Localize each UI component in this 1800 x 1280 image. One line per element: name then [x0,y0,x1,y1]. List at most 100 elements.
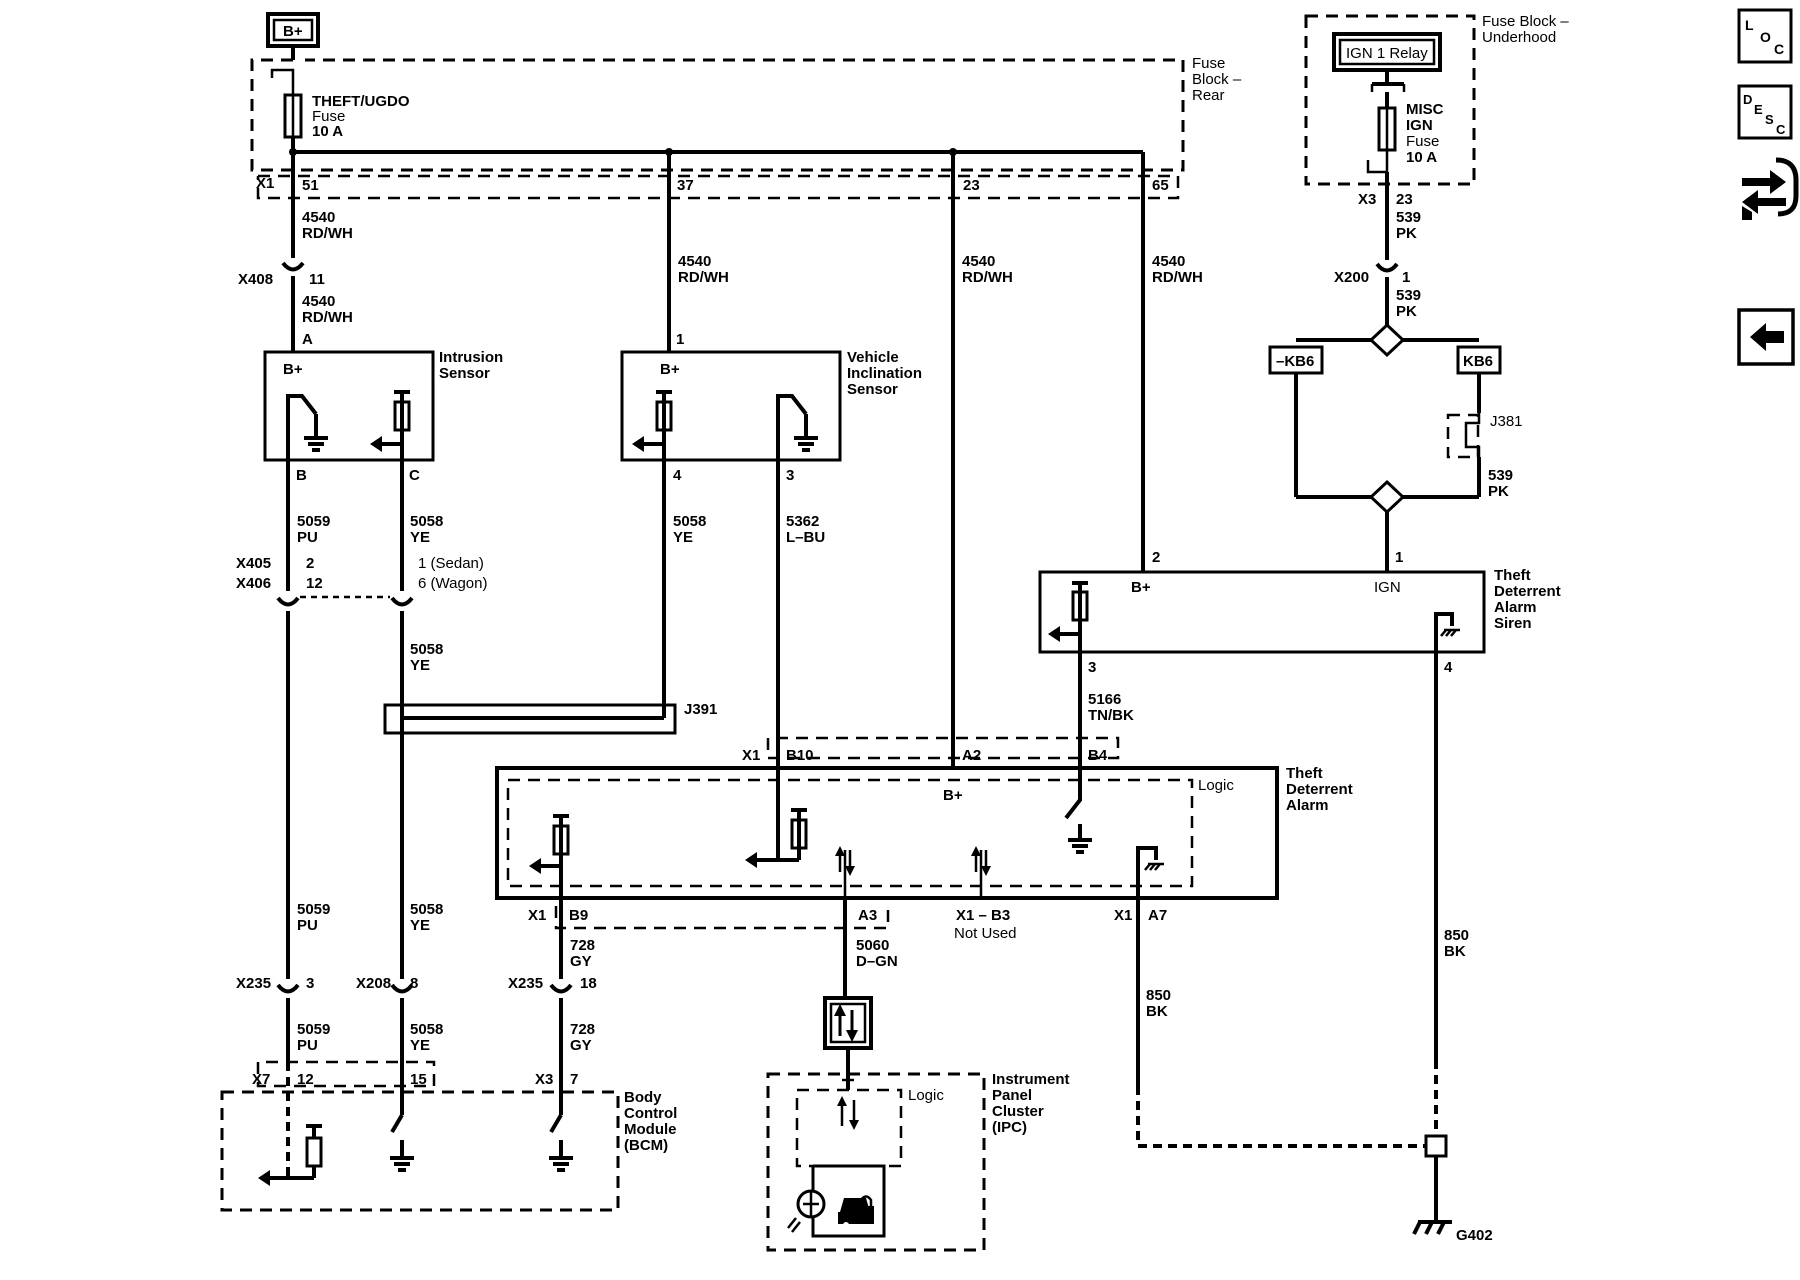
wire-5166: 5166 TN/BK [1078,652,1134,768]
wire-5166-color: TN/BK [1088,707,1134,724]
inclination-sensor: B+ Vehicle Inclination Sensor 4 3 [620,349,922,484]
inclination-pin-3: 3 [786,467,794,484]
x208-pin: 8 [410,975,418,992]
wire-5059-c-color: PU [297,1037,318,1054]
x3-bcm-label: X3 [535,1071,553,1088]
theft-fuse-name: THEFT/UGDO [312,93,410,110]
option-kb6: KB6 [1463,353,1493,370]
wire-4540-d-color: RD/WH [962,269,1013,286]
x3-bcm-pin: 7 [570,1071,578,1088]
x235-a-label: X235 [236,975,271,992]
wire-728-a-num: 728 [570,937,595,954]
instrument-panel-cluster: Instrument Panel Cluster (IPC) Logic [766,1071,1070,1252]
intrusion-label-2: Sensor [439,365,490,382]
x406-wagon-pin: 6 (Wagon) [418,575,487,592]
wire-5362-num: 5362 [786,513,819,530]
wire-4540-tda: 4540 RD/WH [951,152,1013,768]
fuse-block-underhood-label-2: Underhood [1482,29,1556,46]
misc-fuse-type: Fuse [1406,133,1439,150]
misc-fuse-rating: 10 A [1406,149,1437,166]
wire-4540-e-num: 4540 [1152,253,1185,270]
siren-label-1: Theft [1494,567,1531,584]
vehicle-security-icon [838,1195,874,1228]
pin-b4: B4 [1088,747,1108,764]
wire-850-b-num: 850 [1444,927,1469,944]
wire-5362-color: L–BU [786,529,825,546]
x1-a7-label: X1 [1114,907,1132,924]
location-view-button[interactable]: L O C [1737,8,1793,64]
x1-tda-label: X1 [742,747,760,764]
pin-23: 23 [963,177,980,194]
wire-4540-inclination: 4540 RD/WH 1 [667,152,729,352]
x408-pin: 11 [309,271,325,288]
back-button[interactable] [1737,308,1795,366]
repair-procedures-button[interactable] [1742,157,1799,220]
intrusion-label-1: Intrusion [439,349,503,366]
pin-b10: B10 [786,747,814,764]
wire-5058-d-num: 5058 [410,901,443,918]
j391-label: J391 [684,701,717,718]
theft-fuse-rating: 10 A [312,123,343,140]
wrench-arrows-icon [1742,157,1799,220]
wire-539-a-color: PK [1396,225,1417,242]
wire-4540-a-num: 4540 [302,209,335,226]
wire-5058-e-color: YE [410,1037,430,1054]
ipc-label-2: Panel [992,1087,1032,1104]
desc-letter-c: C [1776,122,1786,137]
theft-deterrent-alarm-siren: B+ IGN Theft Deterrent Alarm Siren 3 4 [1038,567,1561,676]
pin-65: 65 [1152,177,1169,194]
wire-4540-b-color: RD/WH [302,309,353,326]
pin-37: 37 [677,177,694,194]
theft-deterrent-alarm-module: X1 B10 A2 B4 Logic Theft Deterrent Alarm… [495,736,1353,942]
wire-5058-b-color: YE [410,657,430,674]
bcm-label-3: Module [624,1121,677,1138]
x405-label: X405 [236,555,271,572]
fuse-block-underhood: Fuse Block – Underhood IGN 1 Relay MISC … [1304,13,1569,186]
wire-5166-num: 5166 [1088,691,1121,708]
b-plus-label: B+ [283,23,303,40]
wire-5058-c-color: YE [673,529,693,546]
pin-a7: A7 [1148,907,1167,924]
wire-5059-b-color: PU [297,917,318,934]
x235-a-pin: 3 [306,975,314,992]
x405-pin: 2 [306,555,314,572]
inclination-label-2: Inclination [847,365,922,382]
inclination-label-1: Vehicle [847,349,899,366]
fuse-block-rear: Fuse Block – Rear THEFT/UGDO Fuse 10 A X… [250,55,1242,200]
siren-pin-3: 3 [1088,659,1096,676]
wire-4540-c-num: 4540 [678,253,711,270]
x235-b-pin: 18 [580,975,597,992]
loc-letter-l: L [1745,17,1754,33]
g402-label: G402 [1456,1227,1493,1244]
x406-label: X406 [236,575,271,592]
wire-850-siren: 850 BK [1434,652,1469,1136]
wire-4540-c-color: RD/WH [678,269,729,286]
wire-539-c-num: 539 [1488,467,1513,484]
intrusion-pin-b: B [296,467,307,484]
x405-sedan-pin: 1 (Sedan) [418,555,484,572]
wire-5059-bcm: 5059 PU X405 X406 2 12 5059 PU X235 3 50… [236,460,390,1178]
siren-label-3: Alarm [1494,599,1537,616]
ipc-label-4: (IPC) [992,1119,1027,1136]
wire-5058-inclination: 5058 YE [402,460,706,720]
bcm-label-2: Control [624,1105,677,1122]
fuse-block-rear-label-3: Rear [1192,87,1225,104]
wire-728: 728 GY X235 18 728 GY [508,898,597,1115]
ipc-label-1: Instrument [992,1071,1070,1088]
x200-pin: 1 [1402,269,1410,286]
misc-fuse-name-2: IGN [1406,117,1433,134]
wire-5060-color: D–GN [856,953,898,970]
misc-fuse-name-1: MISC [1406,101,1444,118]
wire-4540-intrusion: 4540 RD/WH X408 11 4540 RD/WH A [238,152,353,352]
j381-label: J381 [1490,413,1523,430]
intrusion-sensor: B+ Intrusion Sensor B C [263,349,503,484]
wire-5058-bcm: 5058 YE 1 (Sedan) 6 (Wagon) 5058 YE 5058… [356,460,487,1115]
wire-850-a-color: BK [1146,1003,1168,1020]
wire-4540-b-num: 4540 [302,293,335,310]
wire-5059-b-num: 5059 [297,901,330,918]
wire-5060-num: 5060 [856,937,889,954]
wire-850-a-num: 850 [1146,987,1171,1004]
description-view-button[interactable]: D E S C [1737,84,1793,140]
loc-letter-o: O [1760,29,1771,45]
x1-b3-label: X1 – B3 [956,907,1010,924]
